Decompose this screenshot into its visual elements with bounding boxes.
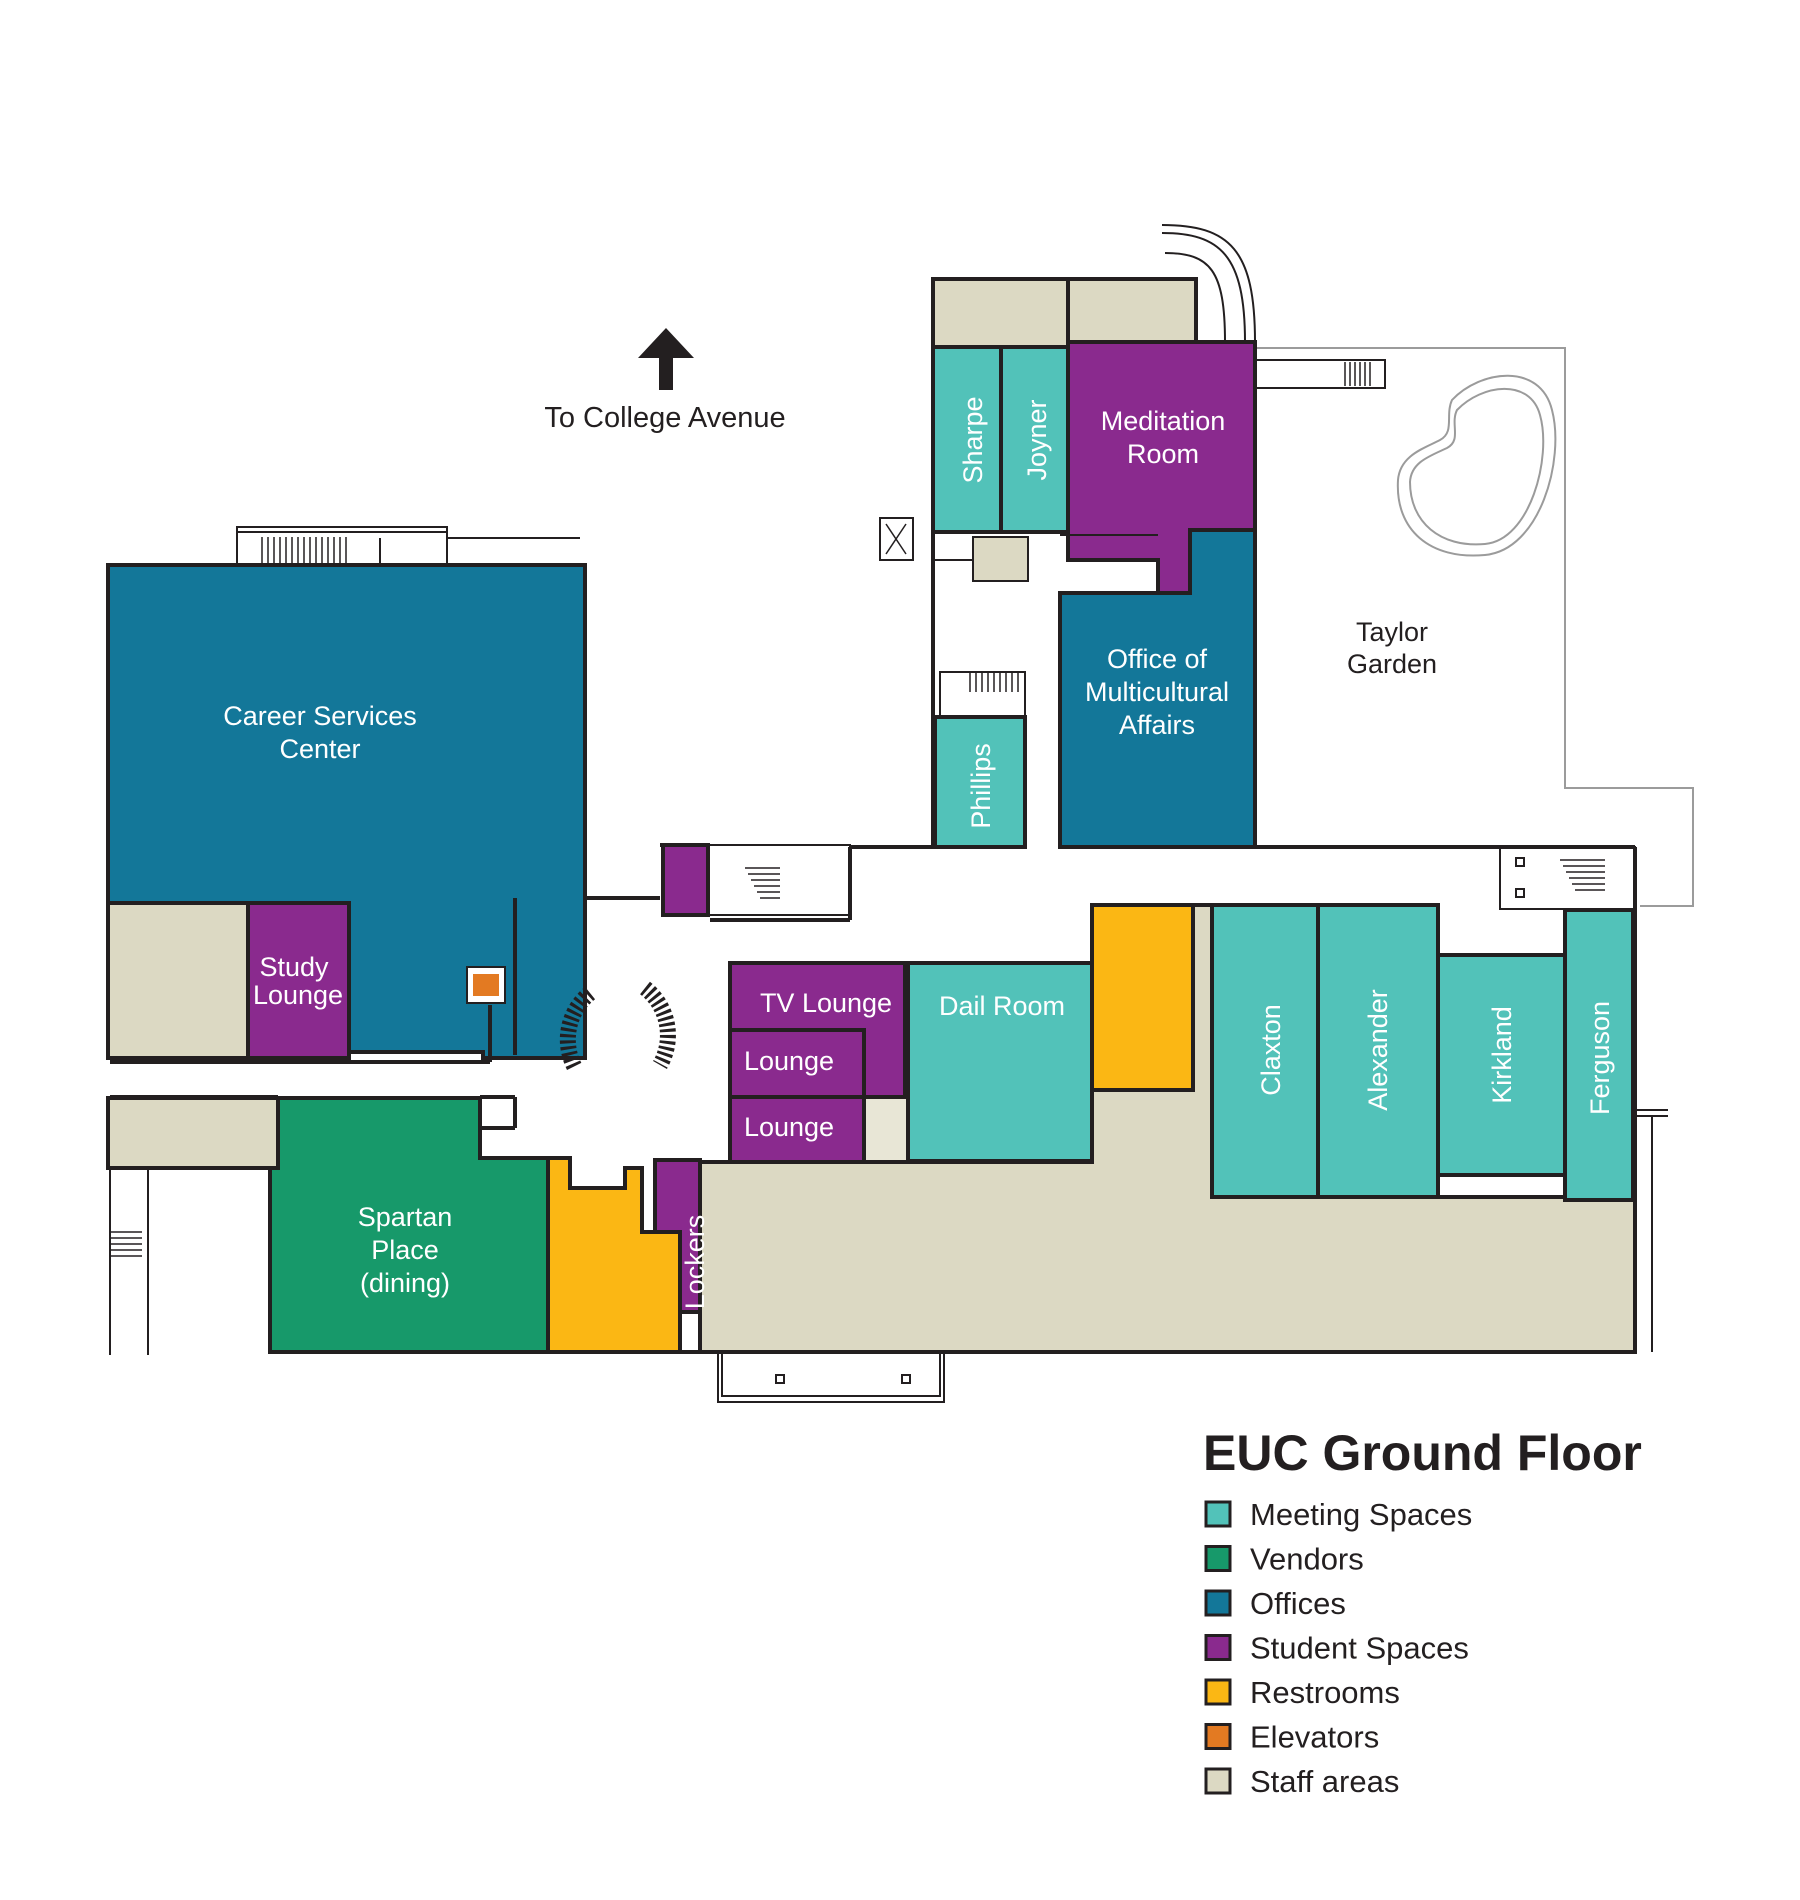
restroom-east bbox=[1090, 903, 1195, 1092]
staff-area-north-2 bbox=[1066, 277, 1198, 349]
staff-area-corridor bbox=[972, 536, 1029, 582]
north-direction: To College Avenue bbox=[544, 328, 786, 434]
legend-item-label: Offices bbox=[1250, 1586, 1346, 1621]
rooms bbox=[106, 277, 1637, 1354]
staff-area-southwest bbox=[106, 1096, 280, 1170]
taylor-garden: Taylor Garden bbox=[1257, 347, 1694, 907]
staff-area-small bbox=[863, 1096, 909, 1163]
meditation-room-label-1: Meditation bbox=[1101, 406, 1226, 436]
career-services-label-1: Career Services bbox=[223, 701, 417, 731]
room-labels: Career Services Center Study Lounge Spar… bbox=[223, 396, 1615, 1309]
legend-swatch bbox=[1204, 1723, 1232, 1750]
legend-swatch bbox=[1204, 1545, 1232, 1572]
taylor-garden-label-2: Garden bbox=[1347, 649, 1437, 679]
claxton-label: Claxton bbox=[1256, 1004, 1286, 1096]
study-lounge-label-2: Lounge bbox=[253, 980, 343, 1010]
legend-item-label: Vendors bbox=[1250, 1542, 1364, 1577]
lockers-label: Lockers bbox=[680, 1215, 710, 1310]
lounge-lower bbox=[728, 1095, 866, 1164]
multicultural-label-1: Office of bbox=[1107, 644, 1208, 674]
alexander-room bbox=[1316, 903, 1440, 1199]
lounge-upper-label: Lounge bbox=[744, 1046, 834, 1076]
lounge-lower-label: Lounge bbox=[744, 1112, 834, 1142]
legend-swatch bbox=[1204, 1500, 1232, 1528]
study-lounge bbox=[246, 901, 351, 1060]
spartan-place-label-2: Place bbox=[371, 1235, 439, 1265]
claxton-room bbox=[1210, 903, 1320, 1199]
legend-swatch bbox=[1204, 1589, 1232, 1617]
ferguson-room bbox=[1563, 908, 1635, 1202]
legend-item-label: Meeting Spaces bbox=[1250, 1497, 1472, 1532]
study-lounge-label-1: Study bbox=[259, 952, 329, 982]
career-services-label-2: Center bbox=[279, 734, 360, 764]
legend: EUC Ground Floor Meeting SpacesVendorsOf… bbox=[1203, 1425, 1642, 1799]
legend-item-label: Student Spaces bbox=[1250, 1631, 1469, 1666]
spartan-place-label-3: (dining) bbox=[360, 1268, 450, 1298]
elevator-car bbox=[473, 974, 499, 996]
legend-item-label: Elevators bbox=[1250, 1720, 1379, 1755]
joyner-room bbox=[999, 345, 1070, 534]
meditation-room-label-2: Room bbox=[1127, 439, 1199, 469]
spartan-place-label-1: Spartan bbox=[358, 1202, 453, 1232]
legend-item-label: Restrooms bbox=[1250, 1675, 1400, 1710]
multicultural-label-3: Affairs bbox=[1119, 710, 1195, 740]
alexander-label: Alexander bbox=[1363, 989, 1393, 1111]
dail-room-label: Dail Room bbox=[939, 991, 1065, 1021]
staff-area-west bbox=[106, 901, 250, 1060]
legend-swatch bbox=[1204, 1767, 1232, 1795]
tv-lounge-label: TV Lounge bbox=[760, 988, 892, 1018]
legend-item-label: Staff areas bbox=[1250, 1764, 1399, 1799]
legend-title: EUC Ground Floor bbox=[1203, 1425, 1642, 1481]
dail-room bbox=[906, 961, 1094, 1163]
career-services-center bbox=[106, 563, 587, 1060]
kirkland-label: Kirkland bbox=[1487, 1006, 1517, 1104]
taylor-garden-label-1: Taylor bbox=[1356, 617, 1428, 647]
staff-area-north-1 bbox=[931, 277, 1070, 349]
kirkland-room bbox=[1436, 953, 1567, 1177]
legend-swatch bbox=[1204, 1634, 1232, 1661]
student-space-stair bbox=[661, 843, 710, 917]
legend-swatch bbox=[1204, 1678, 1232, 1706]
stairs-and-details bbox=[109, 224, 1668, 1403]
sharpe-label: Sharpe bbox=[958, 396, 988, 483]
direction-label: To College Avenue bbox=[544, 402, 785, 434]
phillips-label: Phillips bbox=[966, 743, 996, 829]
joyner-label: Joyner bbox=[1022, 399, 1052, 480]
ferguson-label: Ferguson bbox=[1585, 1001, 1615, 1115]
multicultural-label-2: Multicultural bbox=[1085, 677, 1229, 707]
arrow-up-icon bbox=[638, 328, 694, 390]
